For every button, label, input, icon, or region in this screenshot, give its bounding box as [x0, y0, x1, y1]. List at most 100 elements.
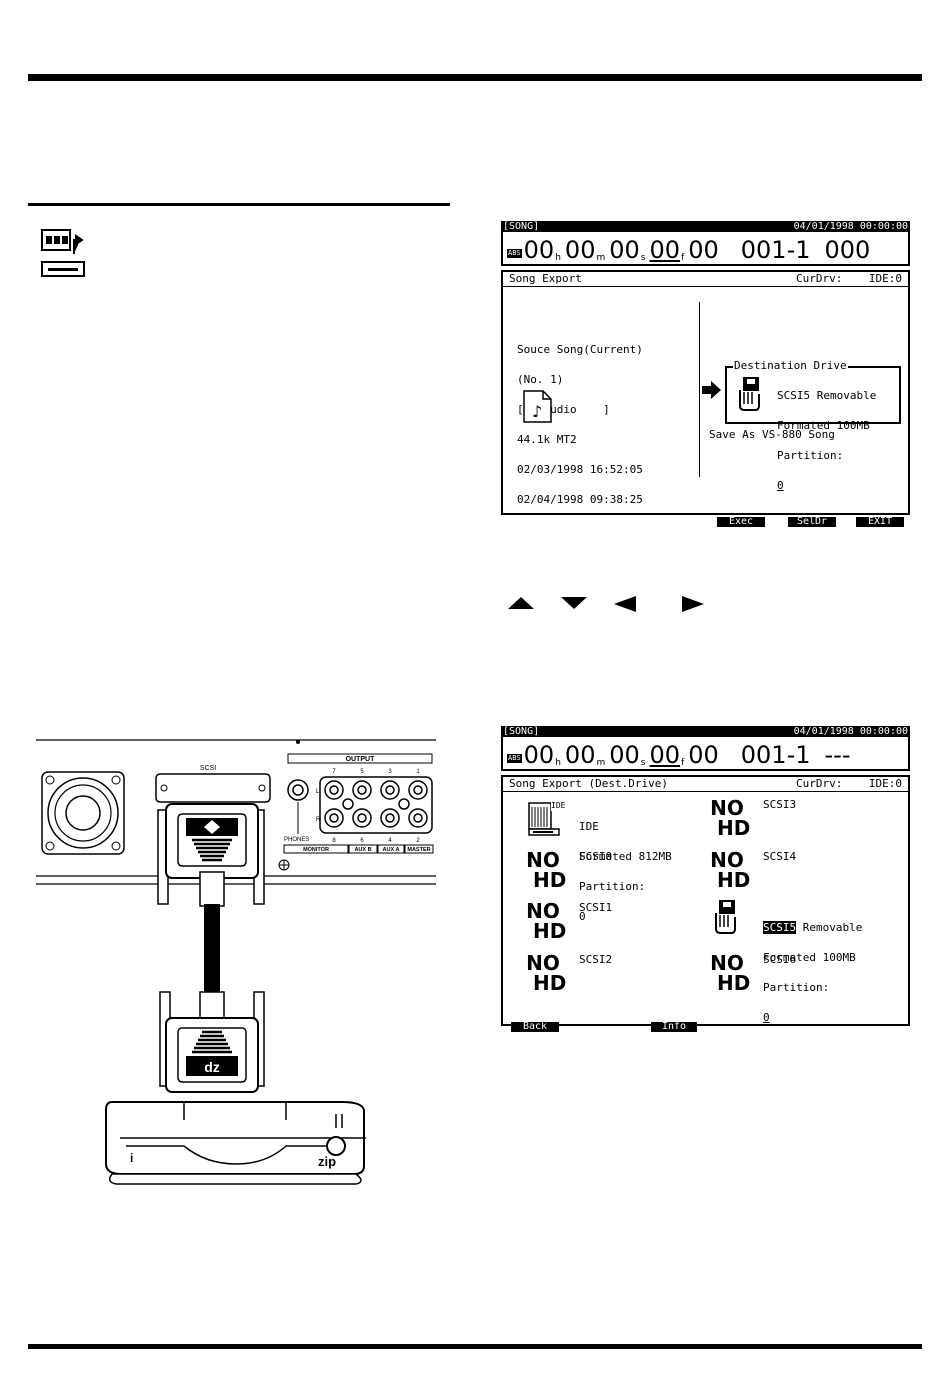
- tc-measure: 001-1: [740, 236, 811, 264]
- removable-disk-icon[interactable]: [713, 899, 739, 935]
- source-line: (No. 1): [517, 373, 564, 386]
- ide-badge: IDE: [551, 801, 566, 811]
- scsi-cable-connector-bottom: dz: [159, 991, 265, 1093]
- drive-line: Removable: [802, 921, 863, 934]
- dest-line: Partition:: [777, 449, 844, 462]
- drive-line: 0: [579, 910, 586, 923]
- svg-text:♪: ♪: [532, 402, 542, 421]
- drive-partition: 0: [763, 1011, 770, 1024]
- output-jacks: [324, 780, 428, 828]
- lcd-mode: [SONG]: [503, 221, 540, 232]
- back-button[interactable]: Back: [511, 1022, 559, 1032]
- tc-frames: 00: [649, 236, 681, 264]
- scsi0-label: SCSI0: [579, 850, 613, 863]
- tc-frames: 00: [649, 741, 681, 769]
- svg-text:dz: dz: [204, 1059, 220, 1075]
- scsi-cable: [204, 904, 220, 996]
- scsi-port-label: SCSI: [200, 765, 216, 772]
- lcd-date: 04/01/1998 00:00:00: [793, 726, 908, 737]
- right-arrow-icon: [682, 596, 704, 612]
- curdrv-value: IDE:0: [868, 272, 902, 285]
- tc-tick: 000: [824, 236, 871, 264]
- song-file-icon: ♪: [523, 390, 552, 423]
- svg-text:7: 7: [332, 769, 336, 775]
- drive-line: Formated 100MB: [763, 951, 856, 964]
- tc-seconds: 00: [609, 236, 640, 264]
- save-as-label: Save As VS-880 Song: [709, 428, 835, 441]
- exec-button[interactable]: Exec: [717, 517, 765, 527]
- source-line: 02/04/1998 09:38:25: [517, 493, 643, 506]
- scsi1-label: SCSI1: [579, 901, 613, 914]
- up-arrow-icon: [508, 597, 534, 609]
- curdrv-label: CurDrv:: [796, 777, 843, 790]
- lcd-header: [SONG] 04/01/1998 00:00:00: [501, 221, 910, 232]
- scsi4-label: SCSI4: [763, 850, 797, 863]
- drive-line: Partition:: [579, 880, 646, 893]
- tc-minutes: 00: [564, 236, 596, 264]
- scsi6-label: SCSI6: [763, 953, 797, 966]
- svg-text:AUX B: AUX B: [354, 847, 371, 853]
- dest-drive-panel: Song Export (Dest.Drive) CurDrv: IDE:0 I…: [501, 775, 910, 1026]
- destination-drive-box: Destination Drive SCSI5 Removable Format…: [725, 360, 901, 491]
- section-rule: [28, 203, 450, 206]
- tc-minutes: 00: [564, 741, 596, 769]
- svg-text:MONITOR: MONITOR: [303, 847, 329, 853]
- lcd-mode: [SONG]: [503, 726, 540, 737]
- info-button[interactable]: Info: [651, 1022, 697, 1032]
- curdrv-value: IDE:0: [868, 777, 902, 790]
- left-arrow-icon: [614, 596, 636, 612]
- removable-disk-icon: [739, 377, 760, 411]
- fkey-row-2: Back Info: [501, 1022, 910, 1032]
- svg-text:R: R: [316, 817, 321, 823]
- exit-button[interactable]: EXIT: [856, 517, 904, 527]
- source-line: Souce Song(Current): [517, 343, 643, 356]
- down-arrow-icon: [561, 597, 587, 609]
- tc-tick: ---: [824, 741, 851, 769]
- ide-drive-icon[interactable]: IDE: [523, 799, 566, 837]
- dest-line: SCSI5 Removable: [777, 389, 877, 402]
- song-export-icon: [41, 229, 85, 277]
- scsi5-selected[interactable]: SCSI5: [763, 921, 797, 934]
- scsi3-label: SCSI3: [763, 798, 797, 811]
- panel-title: Song Export: [509, 272, 582, 285]
- destination-title: Destination Drive: [733, 359, 848, 372]
- top-rule: [28, 74, 922, 81]
- bottom-rule: [28, 1344, 922, 1349]
- source-line: 02/03/1998 16:52:05: [517, 463, 643, 476]
- scsi5-info: SCSI5 Removable Formated 100MB Partition…: [763, 903, 862, 1043]
- svg-text:MASTER: MASTER: [407, 847, 430, 853]
- svg-text:L: L: [316, 789, 320, 795]
- lcd-date: 04/01/1998 00:00:00: [793, 221, 908, 232]
- svg-text:2: 2: [416, 838, 420, 844]
- svg-text:4: 4: [388, 838, 392, 844]
- svg-text:1: 1: [416, 769, 420, 775]
- tc-subframes: 00: [688, 741, 719, 769]
- tc-measure: 001-1: [740, 741, 811, 769]
- svg-text:i: i: [130, 1151, 133, 1165]
- drive-line: Partition:: [763, 981, 830, 994]
- dest-partition: 0: [777, 479, 784, 492]
- panel-title-bar: Song Export CurDrv: IDE:0: [503, 272, 908, 287]
- export-panel: Song Export CurDrv: IDE:0 Souce Song(Cur…: [501, 270, 910, 515]
- zip-logo: zip: [318, 1154, 336, 1169]
- tc-hours: 00: [523, 236, 555, 264]
- panel-divider: [699, 302, 700, 477]
- tc-subframes: 00: [688, 236, 719, 264]
- svg-text:6: 6: [360, 838, 364, 844]
- svg-text:5: 5: [360, 769, 364, 775]
- scsi2-label: SCSI2: [579, 953, 613, 966]
- curdrv-label: CurDrv:: [796, 272, 843, 285]
- abs-badge: ABS: [507, 754, 522, 763]
- select-drive-button[interactable]: SelDr: [788, 517, 836, 527]
- destination-info: SCSI5 Removable Formated 100MB Partition…: [777, 371, 876, 511]
